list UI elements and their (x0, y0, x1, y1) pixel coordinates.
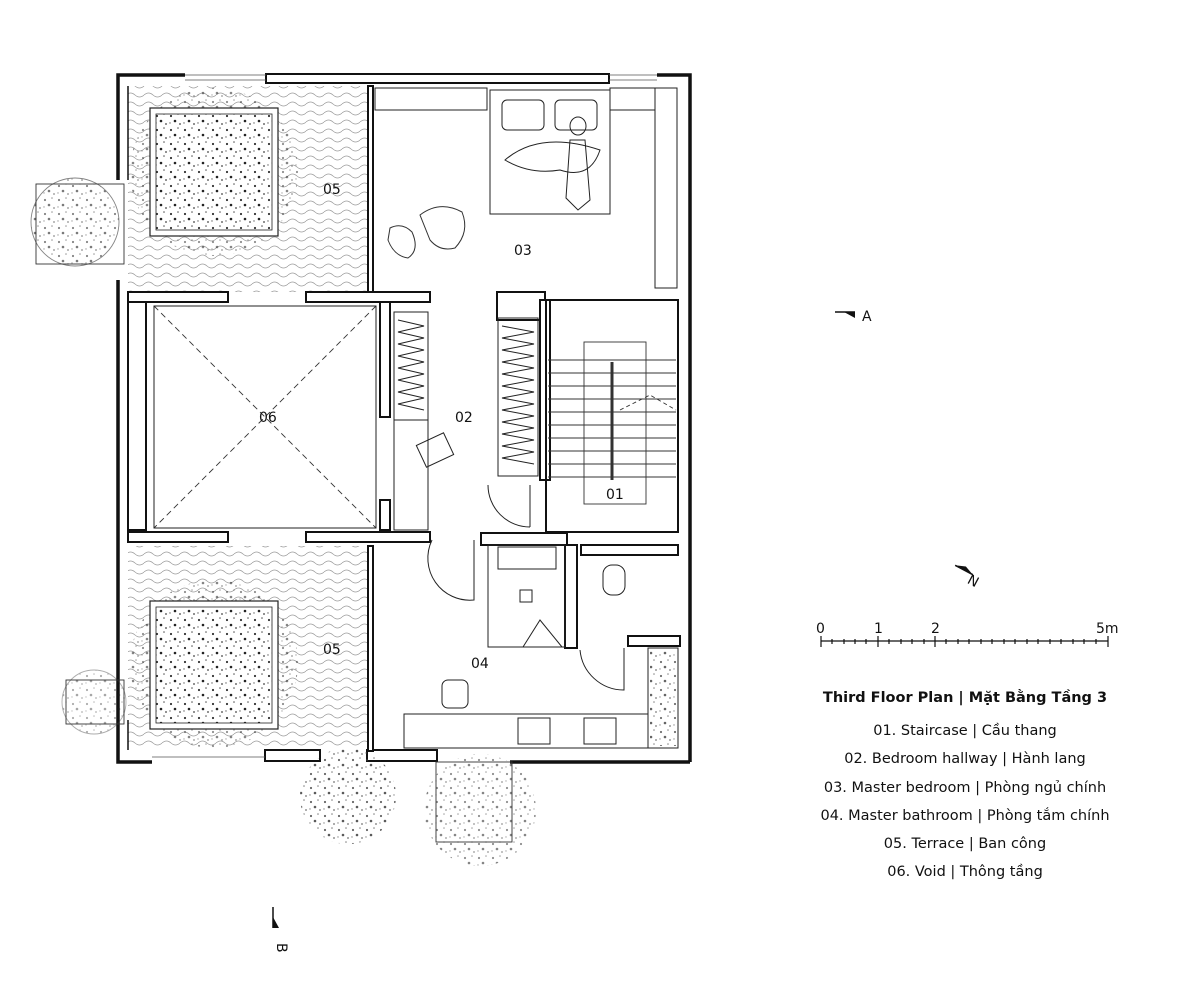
room-label-06: 06 (259, 410, 277, 426)
legend-item-03: 03. Master bedroom | Phòng ngủ chính (823, 779, 1107, 796)
tree-left-bottom (61, 669, 127, 735)
legend: Third Floor Plan | Mặt Bằng Tầng 3 01. S… (790, 690, 1140, 887)
scale-label-0: 0 (816, 621, 825, 637)
planter-top (130, 88, 298, 256)
legend-item-04: 04. Master bathroom | Phòng tắm chính (820, 807, 1110, 824)
room-label-05-top: 05 (323, 182, 341, 198)
scale-label-5m: 5m (1096, 621, 1119, 637)
staircase (548, 341, 677, 505)
legend-item-06: 06. Void | Thông tầng (887, 864, 1043, 881)
section-label-b: B (273, 943, 289, 953)
legend-title: Third Floor Plan | Mặt Bằng Tầng 3 (822, 690, 1108, 706)
hall-wardrobe-left (393, 311, 455, 531)
room-label-01: 01 (606, 487, 624, 503)
hall-wardrobe-right (487, 317, 539, 528)
section-marker-a: A (835, 309, 872, 325)
legend-item-02: 02. Bedroom hallway | Hành lang (844, 751, 1086, 768)
scale-label-2: 2 (931, 621, 940, 637)
room-label-05-bottom: 05 (323, 642, 341, 658)
room-label-03: 03 (514, 243, 532, 259)
plant-bathroom (650, 650, 676, 746)
exterior-walls (116, 73, 692, 764)
north-arrow: N (954, 564, 981, 591)
room-label-04: 04 (471, 656, 489, 672)
legend-item-05: 05. Terrace | Ban công (883, 836, 1047, 853)
window-lines (152, 74, 657, 758)
planter-bottom (130, 580, 298, 748)
void-outline (153, 305, 377, 529)
legend-item-01: 01. Staircase | Cầu thang (873, 723, 1057, 739)
bed (489, 89, 611, 215)
section-label-a: A (862, 309, 872, 325)
scale-bar (820, 636, 1109, 647)
interior-walls (127, 85, 681, 752)
north-label: N (964, 572, 981, 591)
bedroom-figures (387, 206, 466, 259)
room-label-02: 02 (455, 410, 473, 426)
tree-left-top (30, 177, 125, 267)
void-cross (153, 305, 377, 529)
tree-bottom-2 (424, 754, 536, 866)
section-marker-b: B (272, 907, 289, 953)
bedroom-wardrobe-strip (374, 87, 678, 289)
scale-label-1: 1 (874, 621, 883, 637)
bathroom-fixtures (403, 539, 679, 749)
tree-bottom-1 (300, 748, 396, 844)
